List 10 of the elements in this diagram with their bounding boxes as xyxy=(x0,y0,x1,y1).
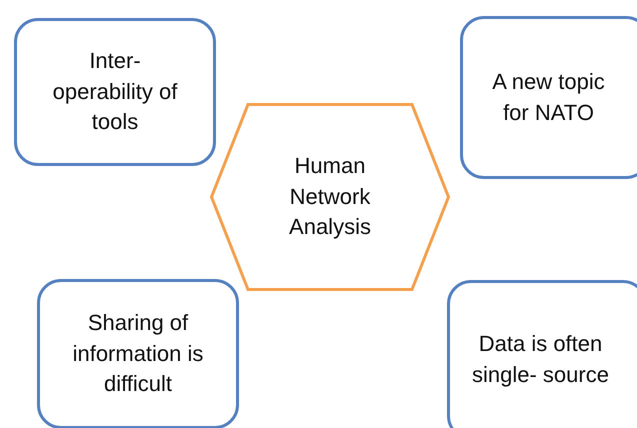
hexagon-node xyxy=(210,103,450,291)
rounded-box xyxy=(460,16,637,179)
node-label: A new topic for NATO xyxy=(491,68,606,126)
rounded-box xyxy=(447,280,637,428)
rounded-box xyxy=(37,279,239,428)
rounded-box xyxy=(14,18,216,166)
node-label: Sharing of information is difficult xyxy=(72,308,204,398)
node-label: Data is often single- source xyxy=(471,330,610,389)
node-label: Human Network Analysis xyxy=(288,152,372,242)
node-label: Inter- operability of tools xyxy=(52,46,178,136)
